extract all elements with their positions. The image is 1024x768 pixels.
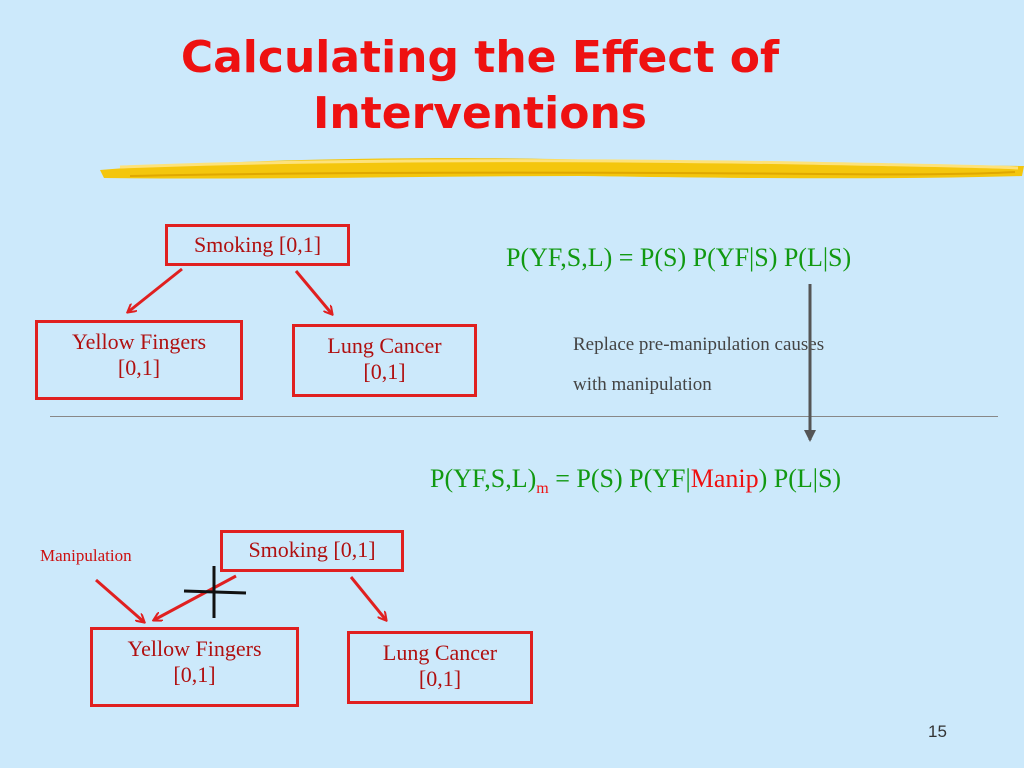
cut-edge-mark [183, 566, 247, 618]
section-divider [50, 416, 998, 417]
bottom-smoking-node: Smoking [0,1] [220, 530, 404, 572]
top-lc-line2: [0,1] [363, 359, 406, 384]
equation-top-text: P(YF,S,L) = P(S) P(YF|S) P(L|S) [506, 243, 852, 272]
top-yf-line2: [0,1] [117, 355, 161, 380]
bottom-lc-line2: [0,1] [418, 666, 462, 691]
page-number: 15 [928, 722, 947, 741]
eq-bottom-rhs: ) P(L|S) [758, 464, 842, 493]
note-line-1: Replace pre-manipulation causes [573, 334, 825, 355]
title-line-2: Interventions [313, 88, 647, 139]
eq-bottom-manip: Manip [690, 464, 759, 493]
eq-bottom-middle: = P(S) P(YF| [548, 464, 691, 493]
manipulation-arrow [95, 578, 144, 622]
bottom-yf-line2: [0,1] [173, 662, 216, 687]
eq-bottom-subscript: m [536, 480, 549, 498]
top-yf-line1: Yellow Fingers [71, 329, 207, 354]
top-smoking-node: Smoking [0,1] [165, 224, 350, 266]
slide-title: Calculating the Effect of Interventions [0, 30, 960, 142]
top-lc-line1: Lung Cancer [327, 333, 442, 358]
top-arrow-smoking-to-yf [128, 267, 183, 312]
bottom-lc-line1: Lung Cancer [382, 640, 498, 665]
equation-bottom: P(YF,S,L)m = P(S) P(YF|Manip) P(L|S) [430, 464, 841, 498]
top-yellow-fingers-node: Yellow Fingers [0,1] [35, 320, 243, 400]
bottom-smoking-label: Smoking [0,1] [248, 537, 376, 562]
top-smoking-label: Smoking [0,1] [193, 232, 322, 257]
bottom-arrow-smoking-to-lc [349, 576, 386, 620]
bottom-yellow-fingers-node: Yellow Fingers [0,1] [90, 627, 299, 707]
bottom-arrow-smoking-to-yf [154, 574, 237, 620]
equation-top: P(YF,S,L) = P(S) P(YF|S) P(L|S) [506, 243, 851, 273]
eq-bottom-lhs: P(YF,S,L) [430, 464, 537, 493]
title-line-1: Calculating the Effect of [180, 32, 780, 83]
note-line-2: with manipulation [573, 374, 712, 395]
top-arrow-smoking-to-lc [294, 270, 332, 314]
title-underline-brush [100, 158, 1024, 179]
bottom-yf-line1: Yellow Fingers [127, 636, 262, 661]
bottom-lung-cancer-node: Lung Cancer [0,1] [347, 631, 533, 704]
top-lung-cancer-node: Lung Cancer [0,1] [292, 324, 477, 397]
manipulation-label: Manipulation [40, 546, 132, 565]
